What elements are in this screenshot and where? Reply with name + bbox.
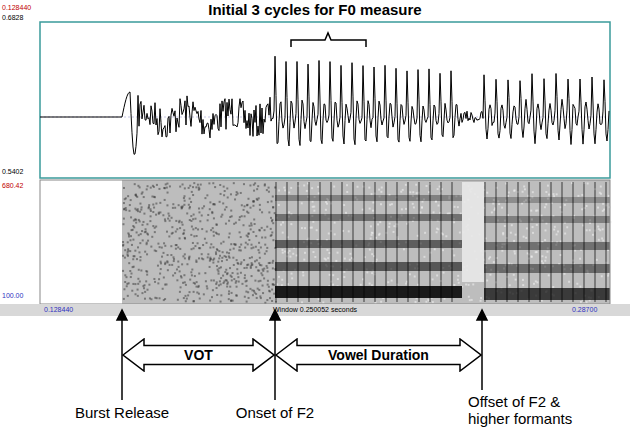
- spectrogram-frame: [40, 180, 610, 304]
- duration-arrow: VOT: [122, 338, 275, 372]
- axis-value: Window 0.250052 seconds: [273, 306, 357, 314]
- axis-value: 0.28700: [572, 306, 597, 314]
- axis-value: 0.5402: [2, 168, 23, 176]
- axis-value: 0.128440: [2, 4, 31, 12]
- axis-value: 100.00: [2, 292, 23, 300]
- cycles-bracket: [291, 33, 366, 47]
- waveform-trace: [40, 56, 609, 154]
- annotation-label: Initial 3 cycles for F0 measure: [208, 2, 421, 19]
- duration-label: VOT: [184, 347, 213, 363]
- pointer-arrows: [117, 310, 487, 400]
- duration-label: Vowel Duration: [328, 347, 429, 363]
- axis-value: 680.42: [2, 182, 23, 190]
- duration-arrow: Vowel Duration: [275, 338, 482, 372]
- annotation-label: Onset of F2: [236, 405, 314, 422]
- annotation-label: Burst Release: [75, 405, 169, 422]
- status-bar: [0, 304, 630, 316]
- waveform-panel: [40, 22, 610, 178]
- axis-value: 0.128440: [44, 306, 73, 314]
- axis-value: 0.6828: [2, 14, 23, 22]
- annotation-label: Offset of F2 & higher formants: [468, 394, 586, 427]
- spectrogram: [40, 180, 612, 304]
